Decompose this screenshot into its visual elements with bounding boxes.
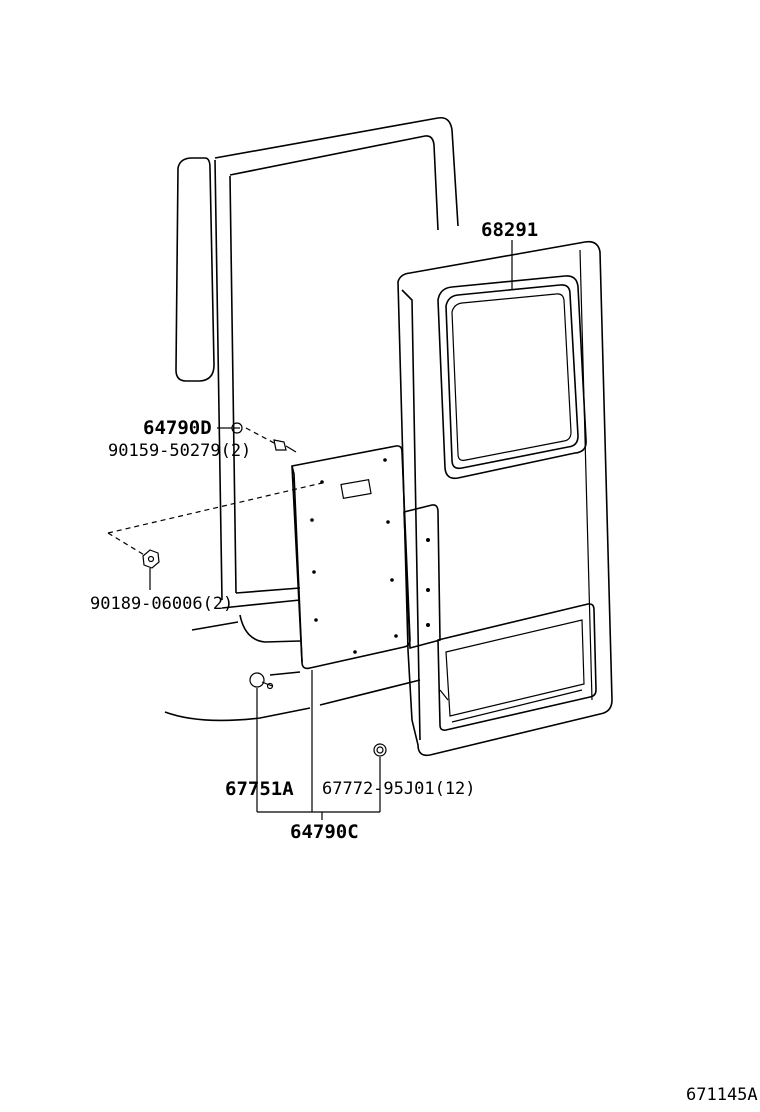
door-trim-panel	[291, 445, 411, 670]
clip-67772-icon	[373, 743, 387, 757]
body-frame	[164, 116, 459, 722]
stud-67751a-icon	[249, 672, 274, 690]
label-64790c: 64790C	[290, 821, 359, 843]
quarter-window	[175, 157, 215, 382]
label-90159-50279: 90159-50279(2)	[108, 441, 251, 461]
panel-clip-holes	[310, 458, 398, 654]
reference-lines	[107, 427, 323, 557]
label-67751a: 67751A	[225, 778, 294, 800]
label-67772-95j01: 67772-95J01(12)	[322, 779, 476, 799]
figure-number: 671145A	[686, 1085, 758, 1105]
label-68291: 68291	[481, 219, 538, 241]
nut-90189-icon	[142, 549, 160, 569]
label-64790d: 64790D	[143, 417, 212, 439]
back-door	[397, 240, 613, 757]
screw-90159-icon	[273, 439, 297, 453]
leader-lines	[149, 240, 513, 820]
label-90189-06006: 90189-06006(2)	[90, 594, 233, 614]
